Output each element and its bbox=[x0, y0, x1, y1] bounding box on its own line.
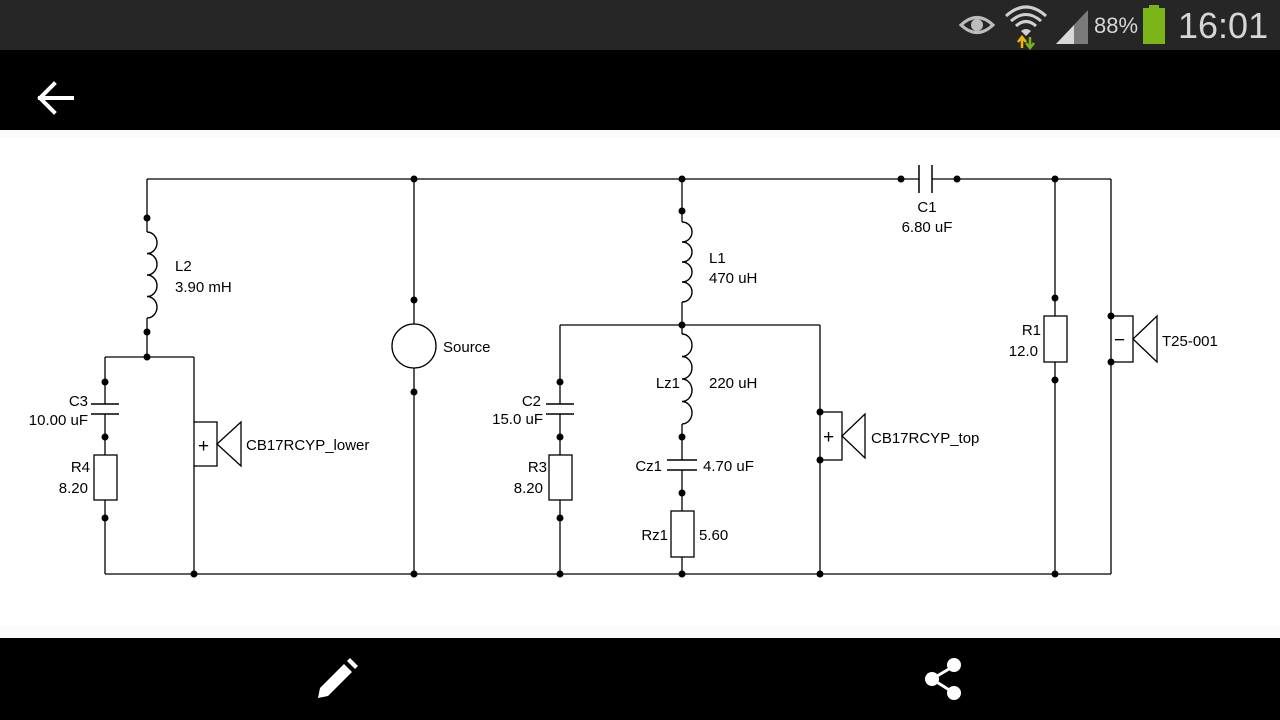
C3-name: C3 bbox=[69, 393, 88, 410]
R3-value: 8.20 bbox=[514, 480, 543, 497]
L2-value: 3.90 mH bbox=[175, 279, 232, 296]
speaker-CB17RCYP_top bbox=[819, 411, 866, 461]
share-icon bbox=[925, 658, 961, 700]
Cz1-value: 4.70 uF bbox=[703, 458, 754, 475]
speaker-CB17RCYP_lower bbox=[193, 420, 242, 468]
battery-percent: 88% bbox=[1094, 13, 1139, 38]
R4-value: 8.20 bbox=[59, 480, 88, 497]
tweeter-name: T25-001 bbox=[1162, 333, 1218, 350]
inductor-coils bbox=[146, 221, 693, 425]
resistor-Rz1 bbox=[670, 510, 695, 558]
speaker-polarity-marks: + + − bbox=[198, 330, 1125, 457]
inductor-L2 bbox=[146, 231, 158, 319]
C2-name: C2 bbox=[522, 393, 541, 410]
eye-icon bbox=[958, 16, 996, 34]
share-button[interactable] bbox=[912, 648, 974, 710]
junction-dots bbox=[101, 175, 1115, 578]
C3-value: 10.00 uF bbox=[29, 412, 88, 429]
driver-lower-name: CB17RCYP_lower bbox=[246, 437, 369, 454]
speaker-T25-001 bbox=[1110, 314, 1158, 364]
R1-value: 12.0 bbox=[1009, 343, 1038, 360]
resistor-R3 bbox=[548, 454, 573, 501]
status-bar: 88% 16:01 bbox=[0, 0, 1280, 50]
edit-button[interactable] bbox=[306, 648, 368, 710]
inductor-L1 bbox=[681, 221, 693, 303]
arrow-left-icon bbox=[37, 81, 74, 115]
L2-name: L2 bbox=[175, 258, 192, 275]
crossover-schematic: + + − bbox=[29, 165, 1218, 578]
wifi-icon bbox=[1004, 5, 1048, 50]
bottom-action-bar bbox=[0, 638, 1280, 720]
R4-name: R4 bbox=[71, 459, 90, 476]
C2-value: 15.0 uF bbox=[492, 411, 543, 428]
driver-top-name: CB17RCYP_top bbox=[871, 430, 979, 447]
back-button[interactable] bbox=[30, 72, 82, 124]
L1-value: 470 uH bbox=[709, 270, 757, 287]
action-bar bbox=[0, 50, 1280, 130]
wires bbox=[104, 178, 1112, 575]
Rz1-name: Rz1 bbox=[641, 527, 668, 544]
C1-name: C1 bbox=[917, 199, 936, 216]
signal-icon bbox=[1056, 10, 1088, 44]
C1-value: 6.80 uF bbox=[902, 219, 953, 236]
resistor-R1 bbox=[1043, 315, 1068, 363]
polarity-top: + bbox=[823, 427, 834, 448]
component-labels: L2 3.90 mH C3 10.00 uF R4 8.20 CB17RCYP_… bbox=[29, 199, 1218, 544]
Lz1-value: 220 uH bbox=[709, 375, 757, 392]
clock: 16:01 bbox=[1178, 5, 1269, 46]
R1-name: R1 bbox=[1022, 322, 1041, 339]
L1-name: L1 bbox=[709, 250, 726, 267]
resistor-R4 bbox=[93, 454, 118, 501]
pencil-icon bbox=[318, 658, 358, 698]
source-name: Source bbox=[443, 339, 491, 356]
resistor-bodies bbox=[93, 315, 1068, 558]
polarity-tweeter: − bbox=[1114, 330, 1125, 351]
battery-icon bbox=[1143, 5, 1165, 44]
inductor-Lz1 bbox=[681, 333, 693, 425]
Cz1-name: Cz1 bbox=[635, 458, 662, 475]
source-symbol bbox=[391, 323, 437, 369]
R3-name: R3 bbox=[528, 459, 547, 476]
speaker-symbols bbox=[193, 314, 1158, 468]
image-viewer: + + − bbox=[0, 130, 1280, 638]
polarity-lower: + bbox=[198, 436, 209, 457]
Rz1-value: 5.60 bbox=[699, 527, 728, 544]
capacitor-plates bbox=[91, 165, 933, 471]
Lz1-name: Lz1 bbox=[656, 375, 680, 392]
schematic-sheet: + + − bbox=[0, 138, 1280, 626]
